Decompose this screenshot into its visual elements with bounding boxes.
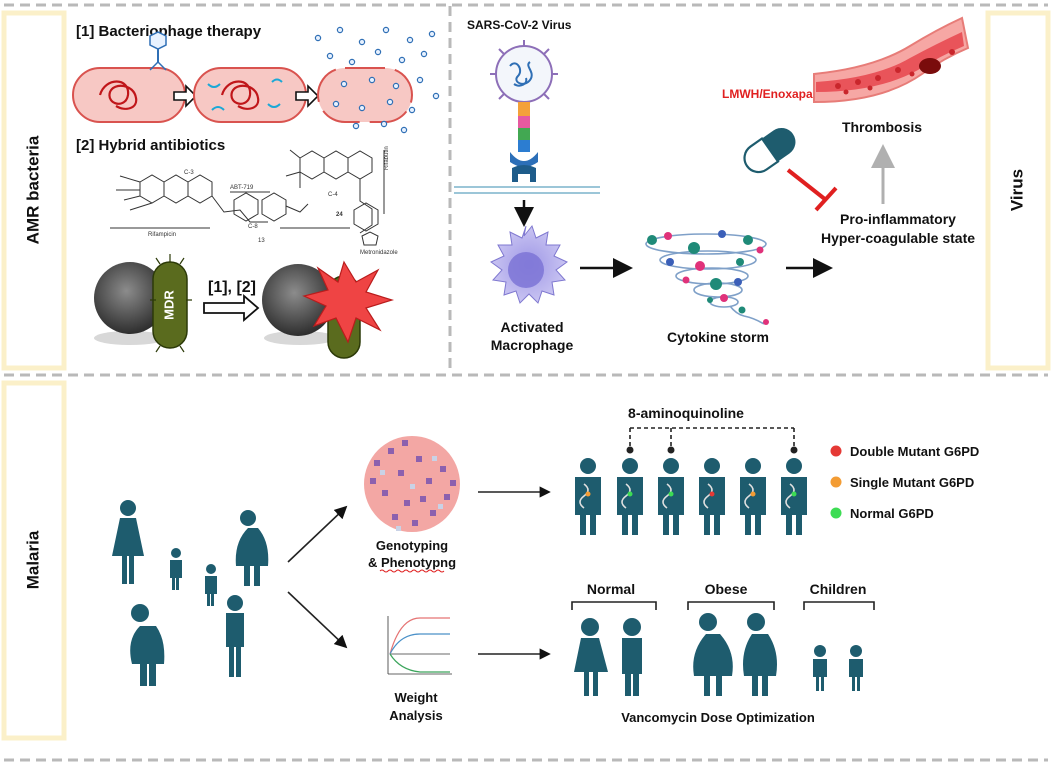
amr-panel: [1] Bacteriophage therapy bbox=[72, 23, 440, 359]
chem-label-rifampicin: Rifampicin bbox=[148, 232, 176, 238]
normal-people-icon bbox=[574, 618, 642, 696]
person-dna-icon bbox=[781, 458, 807, 535]
virus-icon bbox=[490, 40, 558, 103]
arrow-outline-icon bbox=[203, 294, 260, 322]
chem-label-metronidazole: Metronidazole bbox=[360, 250, 398, 256]
burst-icon bbox=[302, 260, 395, 344]
virus-name: SARS-CoV-2 Virus bbox=[467, 18, 572, 32]
thrombosis-label: Thrombosis bbox=[842, 119, 922, 135]
dashed-connector bbox=[629, 427, 795, 448]
hybrid-antibiotics-title: [2] Hybrid antibiotics bbox=[76, 137, 225, 154]
person-dna-icon bbox=[575, 458, 601, 535]
legend-marker-normal bbox=[830, 507, 842, 519]
cytokine-storm-label: Cytokine storm bbox=[667, 329, 769, 345]
bacterium-cell-1 bbox=[72, 67, 186, 123]
chem-label-c4: C-4 bbox=[328, 192, 338, 198]
person-dna-icon bbox=[617, 458, 643, 535]
vancomycin-label: Vancomycin Dose Optimization bbox=[621, 710, 815, 725]
dead-bacterium bbox=[302, 260, 395, 359]
person-dna-icon bbox=[740, 458, 766, 535]
drug-label: LMWH/Enoxaparin bbox=[722, 87, 828, 101]
legend-marker-single bbox=[830, 476, 842, 488]
spellcheck-underline bbox=[379, 569, 445, 573]
mdr-label: MDR bbox=[161, 290, 176, 320]
bacterium-cell-2 bbox=[193, 67, 307, 123]
arrow-down-right bbox=[287, 591, 348, 649]
weight-label-1: Weight bbox=[394, 690, 438, 705]
cytokine-particles bbox=[647, 230, 769, 325]
macrophage-icon bbox=[490, 224, 568, 304]
amr-side-label: AMR bacteria bbox=[23, 135, 42, 244]
connector-dots bbox=[626, 446, 798, 454]
malaria-side-label: Malaria bbox=[23, 530, 42, 589]
inhibition-arrow bbox=[786, 168, 838, 212]
malaria-panel: Genotyping & Phenotypng Weight Analysis … bbox=[112, 405, 979, 725]
shadow bbox=[264, 331, 336, 345]
chem-label-abt719: ABT-719 bbox=[230, 185, 254, 191]
weight-label-2: Analysis bbox=[389, 708, 442, 723]
dna-people-row bbox=[575, 458, 807, 535]
genotype-heatmap-icon bbox=[364, 436, 460, 532]
chem-label-c8: C-8 bbox=[248, 224, 258, 230]
bacterium-cell-lysed bbox=[317, 67, 413, 123]
genotyping-label-1: Genotyping bbox=[376, 538, 448, 553]
mdr-bacterium: MDR bbox=[150, 254, 192, 353]
macrophage-label-1: Activated bbox=[500, 319, 563, 335]
released-phages bbox=[314, 26, 440, 134]
phage-icon bbox=[149, 31, 167, 71]
arrow-outline-icon bbox=[173, 84, 198, 108]
combo-label: [1], [2] bbox=[208, 279, 256, 296]
chemical-structure-drawing bbox=[110, 149, 385, 246]
children-people-icon bbox=[813, 645, 863, 691]
g6pd-legend: Double Mutant G6PD Single Mutant G6PD No… bbox=[830, 444, 979, 521]
arrow-outline-icon bbox=[295, 84, 320, 108]
legend-label-double: Double Mutant G6PD bbox=[850, 444, 979, 459]
group-label-children: Children bbox=[810, 581, 867, 597]
obese-people-icon bbox=[693, 613, 777, 696]
dividers bbox=[4, 3, 1048, 762]
arrow-up-right bbox=[287, 505, 348, 563]
chem-label-c3-a: C-3 bbox=[184, 170, 194, 176]
blood-vessel-icon bbox=[813, 16, 970, 104]
person-dna-icon bbox=[658, 458, 684, 535]
state-label-1: Pro-inflammatory bbox=[840, 211, 956, 227]
weight-analysis-chart-icon bbox=[384, 614, 452, 676]
pill-capsule-icon bbox=[743, 127, 796, 174]
person-dna-icon bbox=[699, 458, 725, 535]
sem-image-right bbox=[262, 264, 334, 336]
phage-therapy-title: [1] Bacteriophage therapy bbox=[76, 23, 262, 40]
group-label-normal: Normal bbox=[587, 581, 635, 597]
people-group-icon bbox=[112, 500, 269, 686]
virus-panel: SARS-CoV-2 Virus bbox=[454, 16, 975, 353]
legend-marker-double bbox=[830, 445, 842, 457]
chem-label-24: 24 bbox=[336, 212, 343, 218]
spike-receptor-icon bbox=[510, 102, 538, 182]
state-label-2: Hyper-coagulable state bbox=[821, 230, 975, 246]
shadow bbox=[94, 331, 166, 345]
legend-label-single: Single Mutant G6PD bbox=[850, 475, 974, 490]
virus-side-label: Virus bbox=[1007, 169, 1026, 211]
malaria-side-frame bbox=[1, 380, 67, 741]
virus-side-frame bbox=[985, 10, 1051, 371]
chem-label-13: 13 bbox=[258, 238, 265, 244]
group-label-obese: Obese bbox=[705, 581, 748, 597]
cytokine-storm-icon bbox=[645, 233, 767, 325]
amr-side-frame bbox=[1, 10, 67, 371]
legend-label-normal: Normal G6PD bbox=[850, 506, 934, 521]
chem-label-rifabutin: Rifabutin bbox=[384, 146, 390, 170]
chemical-labels: ABT-719 Rifabutin Rifampicin 13 24 Metro… bbox=[148, 146, 398, 256]
macrophage-label-2: Macrophage bbox=[491, 337, 574, 353]
aminoquinoline-label: 8-aminoquinoline bbox=[628, 405, 744, 421]
sem-image-left bbox=[94, 262, 166, 334]
genotyping-label-2: & Phenotypng bbox=[368, 555, 456, 570]
group-brackets bbox=[571, 601, 875, 610]
cell-membrane bbox=[454, 186, 600, 194]
